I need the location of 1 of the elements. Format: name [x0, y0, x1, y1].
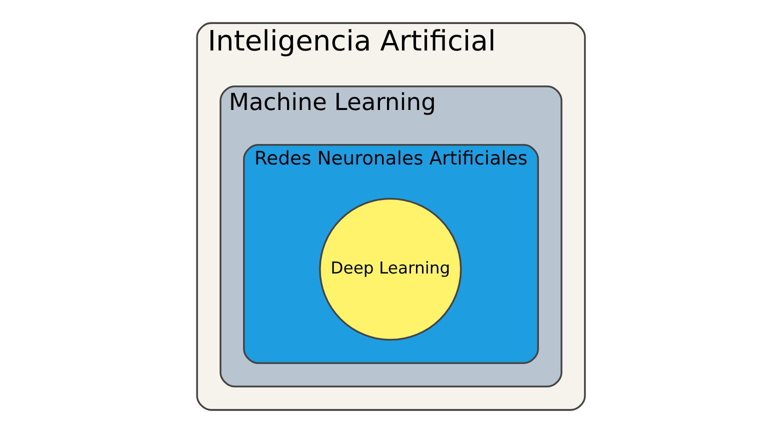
- node-circle: Deep Learning: [318, 197, 462, 340]
